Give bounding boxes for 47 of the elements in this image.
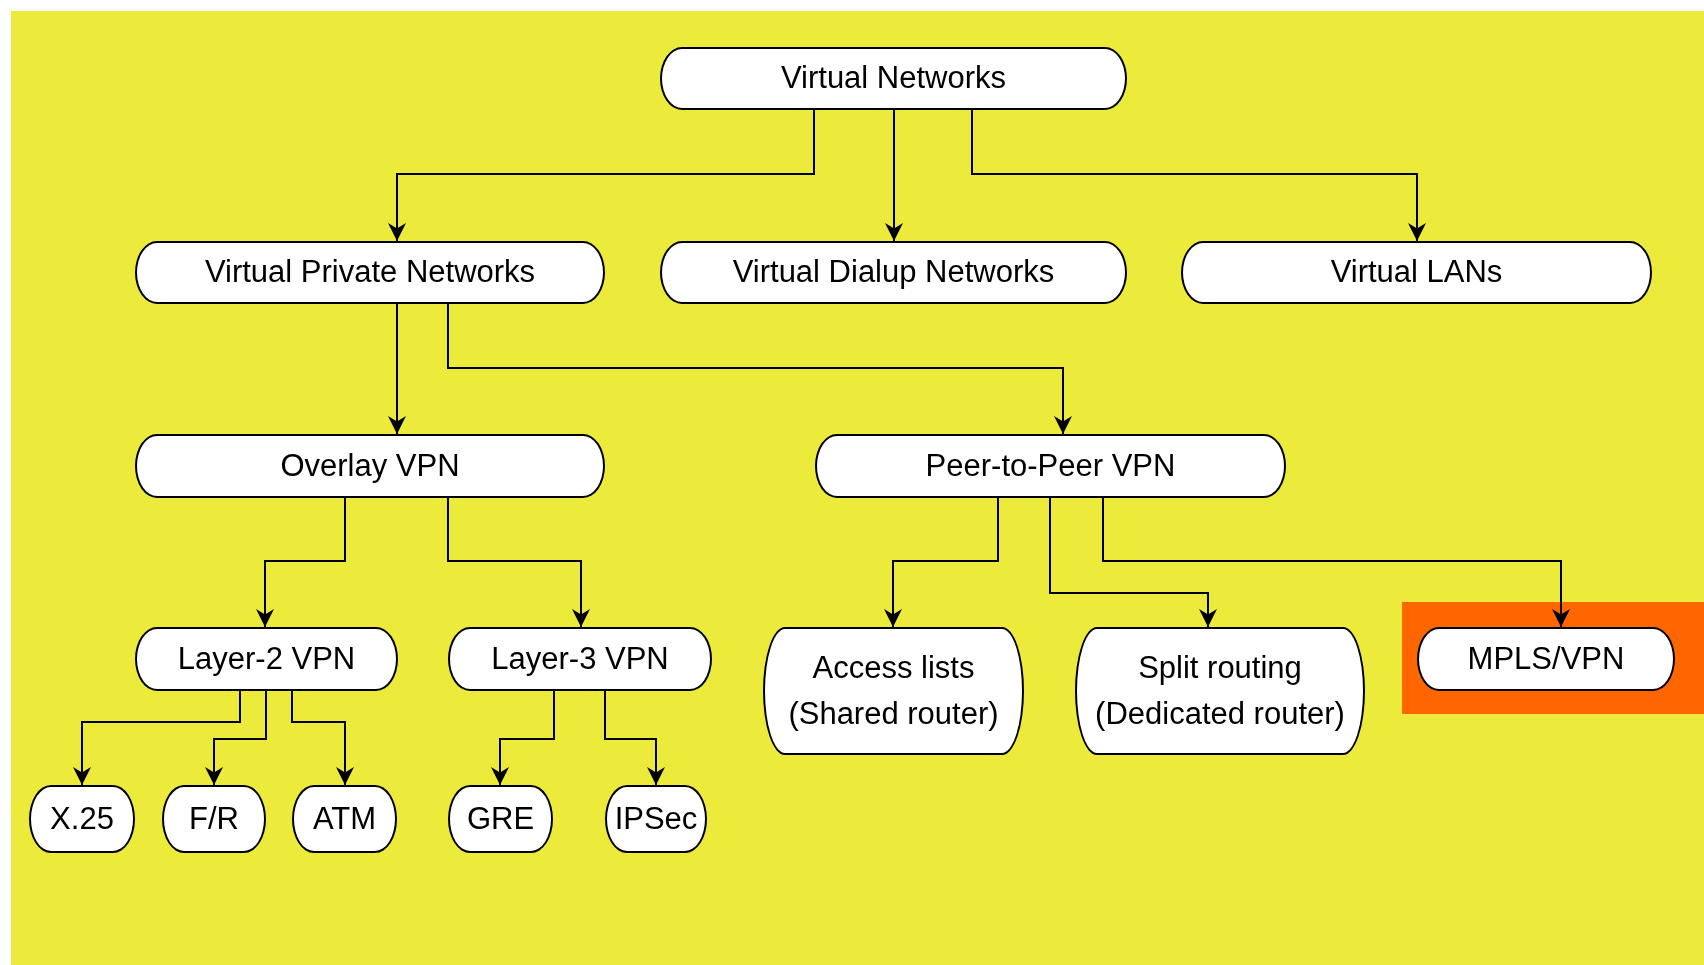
category-box: [1417, 627, 1675, 691]
category-box: [29, 785, 135, 853]
box-label: Virtual Private Networks: [204, 253, 536, 292]
arrow: [291, 690, 354, 786]
box-label: GRE: [466, 799, 535, 838]
box-label: Layer-3 VPN: [491, 639, 669, 678]
box-label: Peer-to-Peer VPN: [925, 446, 1176, 485]
category-box: [1181, 241, 1652, 304]
box-label: F/R: [189, 799, 239, 838]
box-label: Access lists (Shared router): [787, 648, 1000, 733]
arrow: [388, 109, 815, 242]
arrow: [388, 303, 406, 435]
arrow: [447, 303, 1072, 435]
category-box: [135, 434, 605, 498]
category-box: [763, 627, 1024, 755]
category-box: [135, 627, 398, 691]
box-label: Layer-2 VPN: [177, 639, 356, 678]
arrow: [256, 497, 346, 628]
arrow: [604, 690, 665, 786]
category-box: [448, 627, 712, 691]
box-label: Virtual Dialup Networks: [732, 253, 1055, 292]
arrow: [73, 690, 241, 786]
arrow: [1049, 497, 1217, 628]
box-label: MPLS/VPN: [1467, 639, 1625, 678]
arrow: [971, 109, 1426, 242]
category-box: [660, 47, 1127, 110]
arrow: [1102, 497, 1570, 628]
box-label: X.25: [50, 799, 114, 838]
category-box: [605, 785, 707, 853]
arrow: [885, 109, 903, 242]
category-box: [660, 241, 1127, 304]
arrow: [491, 690, 555, 786]
box-label: IPSec: [614, 799, 698, 838]
category-box: [135, 241, 605, 304]
category-box: [815, 434, 1286, 498]
box-label: Overlay VPN: [280, 446, 460, 485]
category-box: [1075, 627, 1365, 755]
category-box: [448, 785, 553, 853]
category-box: [292, 785, 397, 853]
category-box: [162, 785, 266, 853]
arrow: [205, 690, 267, 786]
arrow: [447, 497, 590, 628]
arrow: [884, 497, 999, 628]
box-label: ATM: [312, 799, 377, 838]
box-label: Virtual LANs: [1330, 253, 1503, 292]
box-label: Virtual Networks: [780, 59, 1007, 98]
box-label: Split routing (Dedicated router): [1094, 648, 1346, 733]
